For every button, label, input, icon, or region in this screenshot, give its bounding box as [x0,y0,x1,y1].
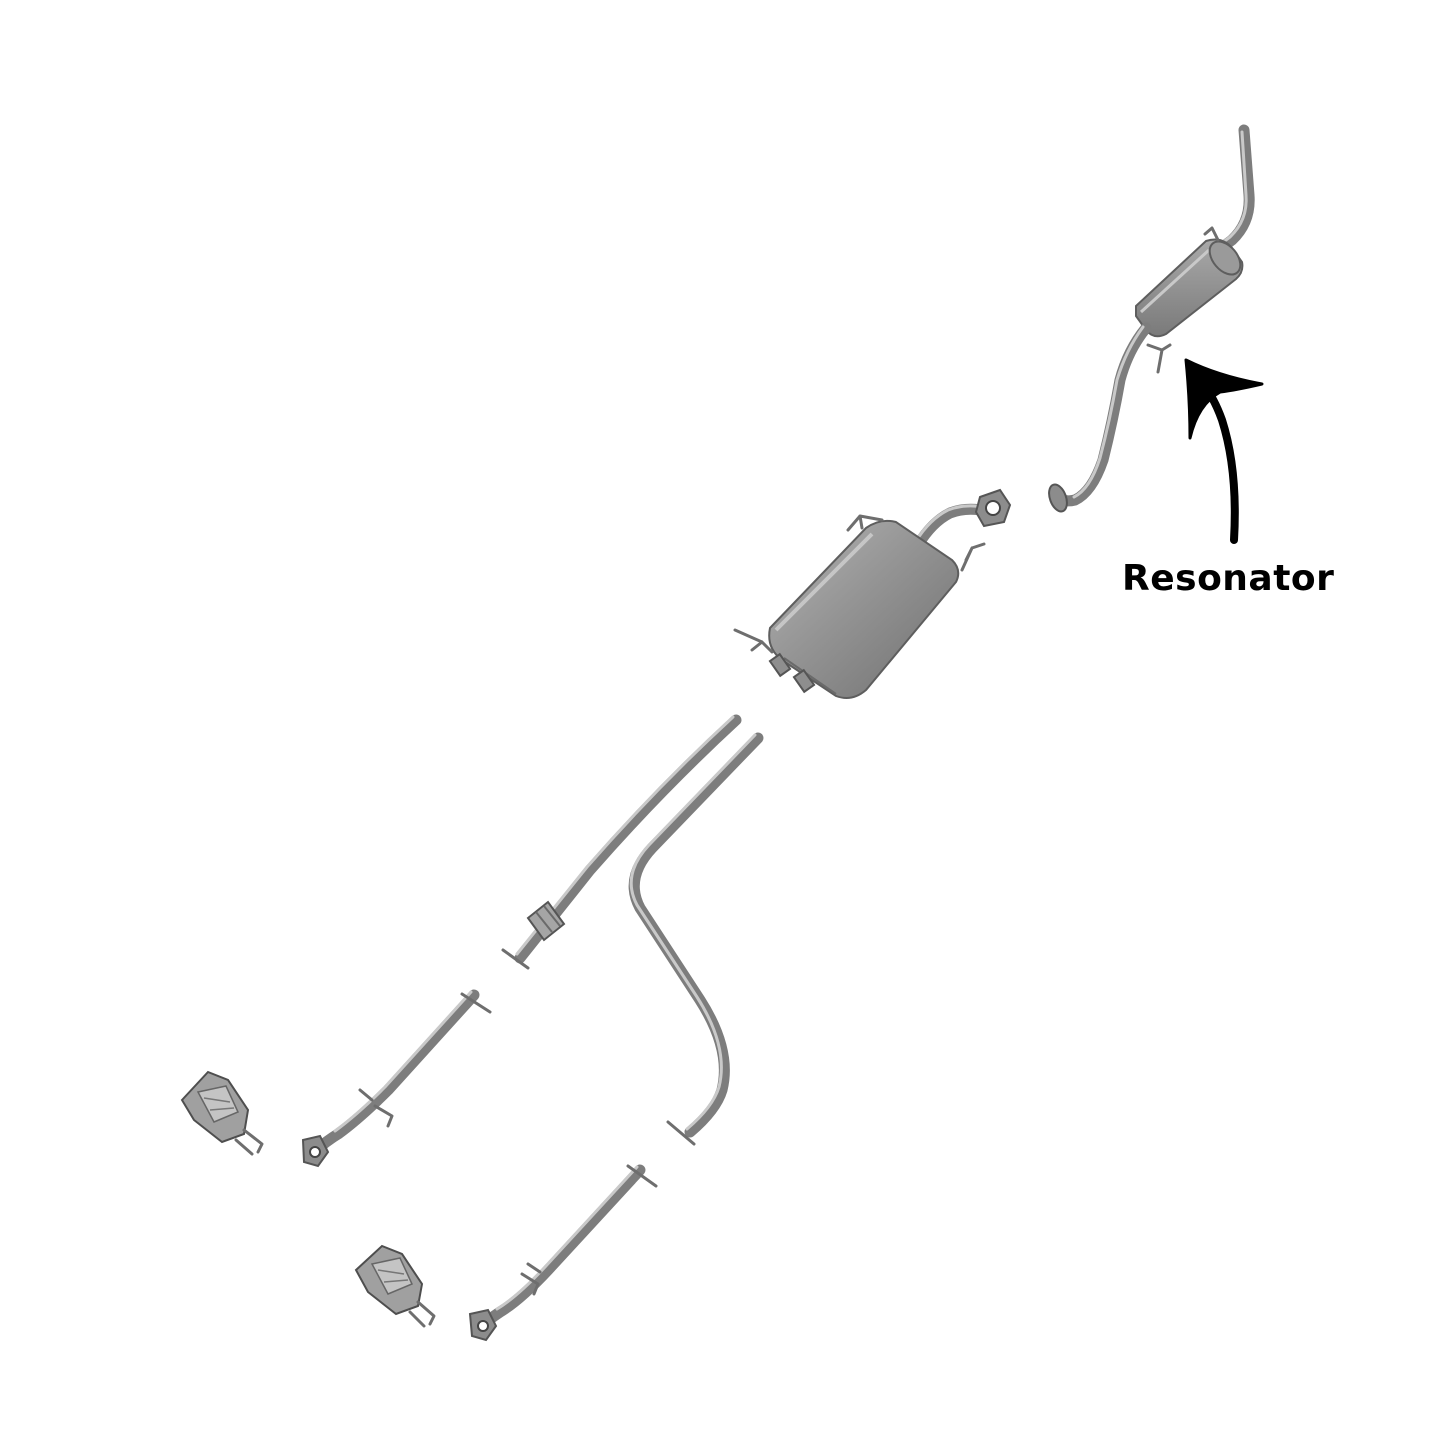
muffler-outlet-flange [974,488,1012,528]
flex-joint [526,900,566,942]
pipe-1-end-flange [501,948,530,970]
muffler-hanger-top [846,514,884,532]
resonator-can [1135,226,1244,338]
resonator-hanger [1146,343,1172,374]
tailpipe [1206,124,1255,261]
front-pipe-b-bracket [520,1262,542,1296]
resonator-callout-arrow [1184,358,1264,544]
resonator-inlet-flange [1048,483,1068,513]
intermediate-pipe-1 [501,714,742,970]
front-pipe-b [468,1164,658,1342]
front-pipe-a-flange [301,1134,330,1168]
front-pipe-a-bracket [358,1088,394,1128]
muffler-hanger-right [960,542,986,572]
muffler-inlet-stub-1 [768,652,792,678]
catalytic-converter-b [354,1244,436,1328]
muffler-assembly [733,488,1012,699]
pipe-2-end-flange [666,1120,696,1146]
catalytic-converter-a [180,1070,264,1156]
resonator-label: Resonator [1122,558,1335,599]
resonator-inlet-pipe [1052,322,1152,507]
intermediate-pipe-2 [628,732,764,1146]
front-pipe-b-flange [468,1308,498,1342]
muffler-hanger-left [733,628,774,654]
resonator-assembly [1048,124,1255,513]
muffler-inlet-stub-2 [792,668,816,694]
muffler-body [768,519,960,699]
front-pipe-a [301,989,492,1168]
